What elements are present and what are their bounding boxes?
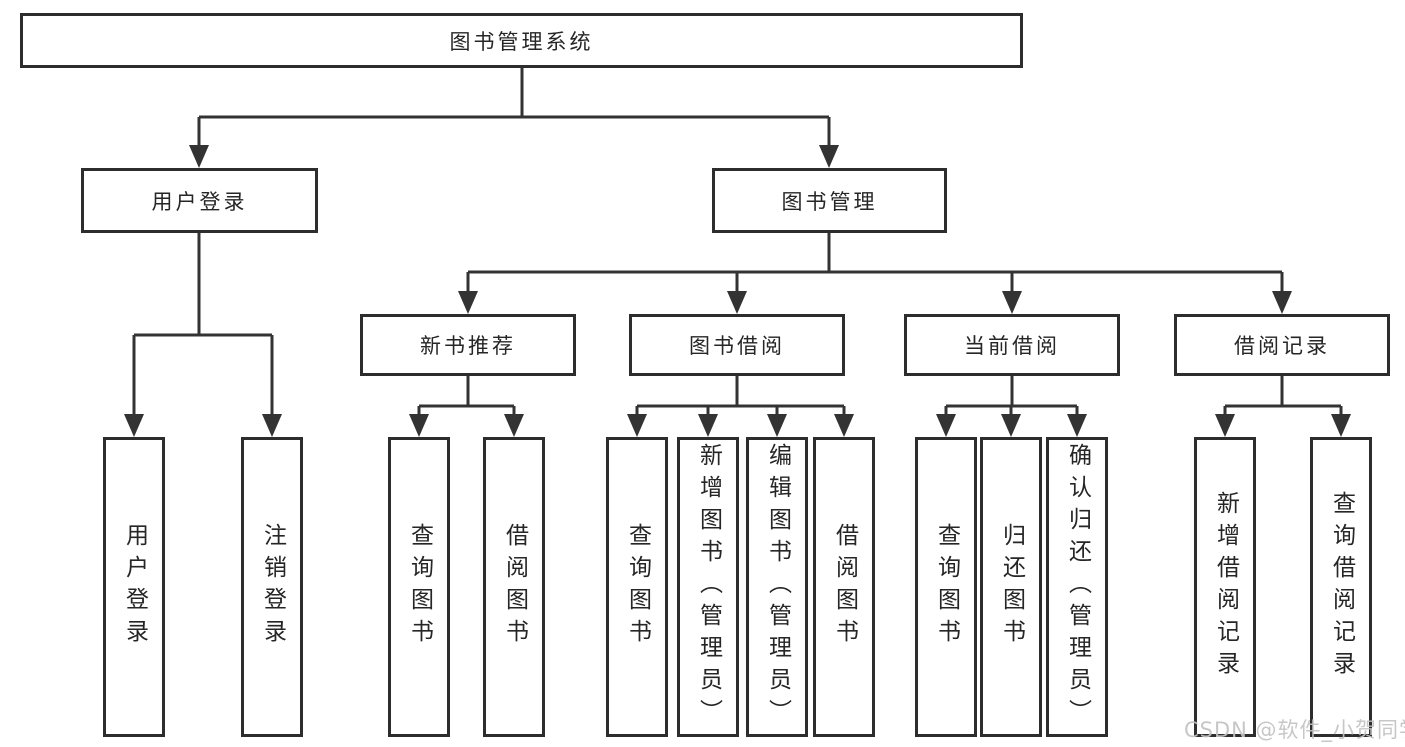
leaf-label: 注销登录: [259, 523, 286, 651]
connector-book-management-children: [458, 233, 1292, 314]
leaf-label: 查询图书: [933, 523, 960, 651]
node-label: 新书推荐: [420, 334, 516, 358]
leaf-query-books-borrowing: 查询图书: [606, 437, 668, 737]
node-label: 图书管理: [781, 189, 878, 214]
connector-book-borrowing-children: [627, 376, 854, 437]
arrow-down-icon: [1002, 291, 1022, 314]
arrow-down-icon: [1215, 414, 1235, 437]
leaf-query-books-current: 查询图书: [915, 437, 977, 737]
arrow-down-icon: [767, 414, 787, 437]
connector-lines: [944, 376, 1079, 416]
leaf-add-borrow-record: 新增借阅记录: [1194, 437, 1256, 737]
leaf-label: 借阅图书: [501, 523, 528, 651]
node-label: 用户登录: [151, 189, 248, 214]
leaf-user-login: 用户登录: [103, 437, 165, 737]
arrow-down-icon: [262, 414, 282, 437]
arrow-down-icon: [409, 414, 429, 437]
leaf-label: 新增借阅记录: [1212, 491, 1239, 683]
leaf-confirm-return-admin: 确认归还（管理员）: [1046, 437, 1108, 737]
arrow-down-icon: [698, 414, 718, 437]
arrow-down-icon: [627, 414, 647, 437]
leaf-query-books-recommend: 查询图书: [388, 437, 450, 737]
arrow-down-icon: [936, 414, 956, 437]
connector-borrowing-records-children: [1215, 376, 1351, 437]
leaf-return-book: 归还图书: [980, 437, 1042, 737]
node-book-borrowing: 图书借阅: [629, 314, 845, 376]
node-label: 图书管理系统: [449, 29, 594, 54]
node-library-management-system: 图书管理系统: [20, 13, 1023, 68]
connector-new-book-recommend-children: [409, 376, 524, 437]
connector-lines: [635, 376, 846, 416]
leaf-label: 用户登录: [121, 523, 148, 651]
leaf-label: 确认归还（管理员）: [1064, 443, 1091, 731]
node-label: 图书借阅: [689, 334, 785, 358]
leaf-borrow-books-recommend: 借阅图书: [483, 437, 545, 737]
csdn-watermark: CSDN @软件_小贺同学: [1184, 718, 1405, 742]
leaf-label: 归还图书: [998, 523, 1025, 651]
arrow-down-icon: [1272, 291, 1292, 314]
node-user-login: 用户登录: [81, 168, 318, 233]
leaf-logout: 注销登录: [241, 437, 303, 737]
arrow-down-icon: [504, 414, 524, 437]
leaf-label: 查询图书: [624, 523, 651, 651]
node-label: 借阅记录: [1234, 334, 1330, 358]
arrow-down-icon: [727, 291, 747, 314]
connector-user-login-children: [124, 233, 282, 437]
leaf-borrow-books-borrowing: 借阅图书: [813, 437, 875, 737]
leaf-label: 编辑图书（管理员）: [764, 443, 791, 731]
connector-current-borrowing-children: [936, 376, 1087, 437]
connector-lines: [197, 68, 831, 147]
connector-root-to-level2: [189, 68, 839, 168]
leaf-add-book-admin: 新增图书（管理员）: [677, 437, 739, 737]
node-borrowing-records: 借阅记录: [1174, 314, 1390, 376]
arrow-down-icon: [124, 414, 144, 437]
arrow-down-icon: [819, 145, 839, 168]
leaf-label: 借阅图书: [831, 523, 858, 651]
arrow-down-icon: [458, 291, 478, 314]
connector-lines: [417, 376, 516, 416]
connector-lines: [466, 233, 1284, 293]
node-new-book-recommend: 新书推荐: [360, 314, 576, 376]
leaf-query-borrow-record: 查询借阅记录: [1310, 437, 1372, 737]
leaf-edit-book-admin: 编辑图书（管理员）: [746, 437, 808, 737]
arrow-down-icon: [1331, 414, 1351, 437]
connector-lines: [1223, 376, 1343, 416]
arrow-down-icon: [834, 414, 854, 437]
arrow-down-icon: [189, 145, 209, 168]
leaf-label: 查询借阅记录: [1328, 491, 1355, 683]
node-label: 当前借阅: [964, 334, 1060, 358]
leaf-label: 新增图书（管理员）: [695, 443, 722, 731]
node-book-management: 图书管理: [712, 168, 947, 233]
arrow-down-icon: [1001, 414, 1021, 437]
leaf-label: 查询图书: [406, 523, 433, 651]
connector-lines: [132, 233, 274, 416]
arrow-down-icon: [1067, 414, 1087, 437]
node-current-borrowing: 当前借阅: [904, 314, 1120, 376]
